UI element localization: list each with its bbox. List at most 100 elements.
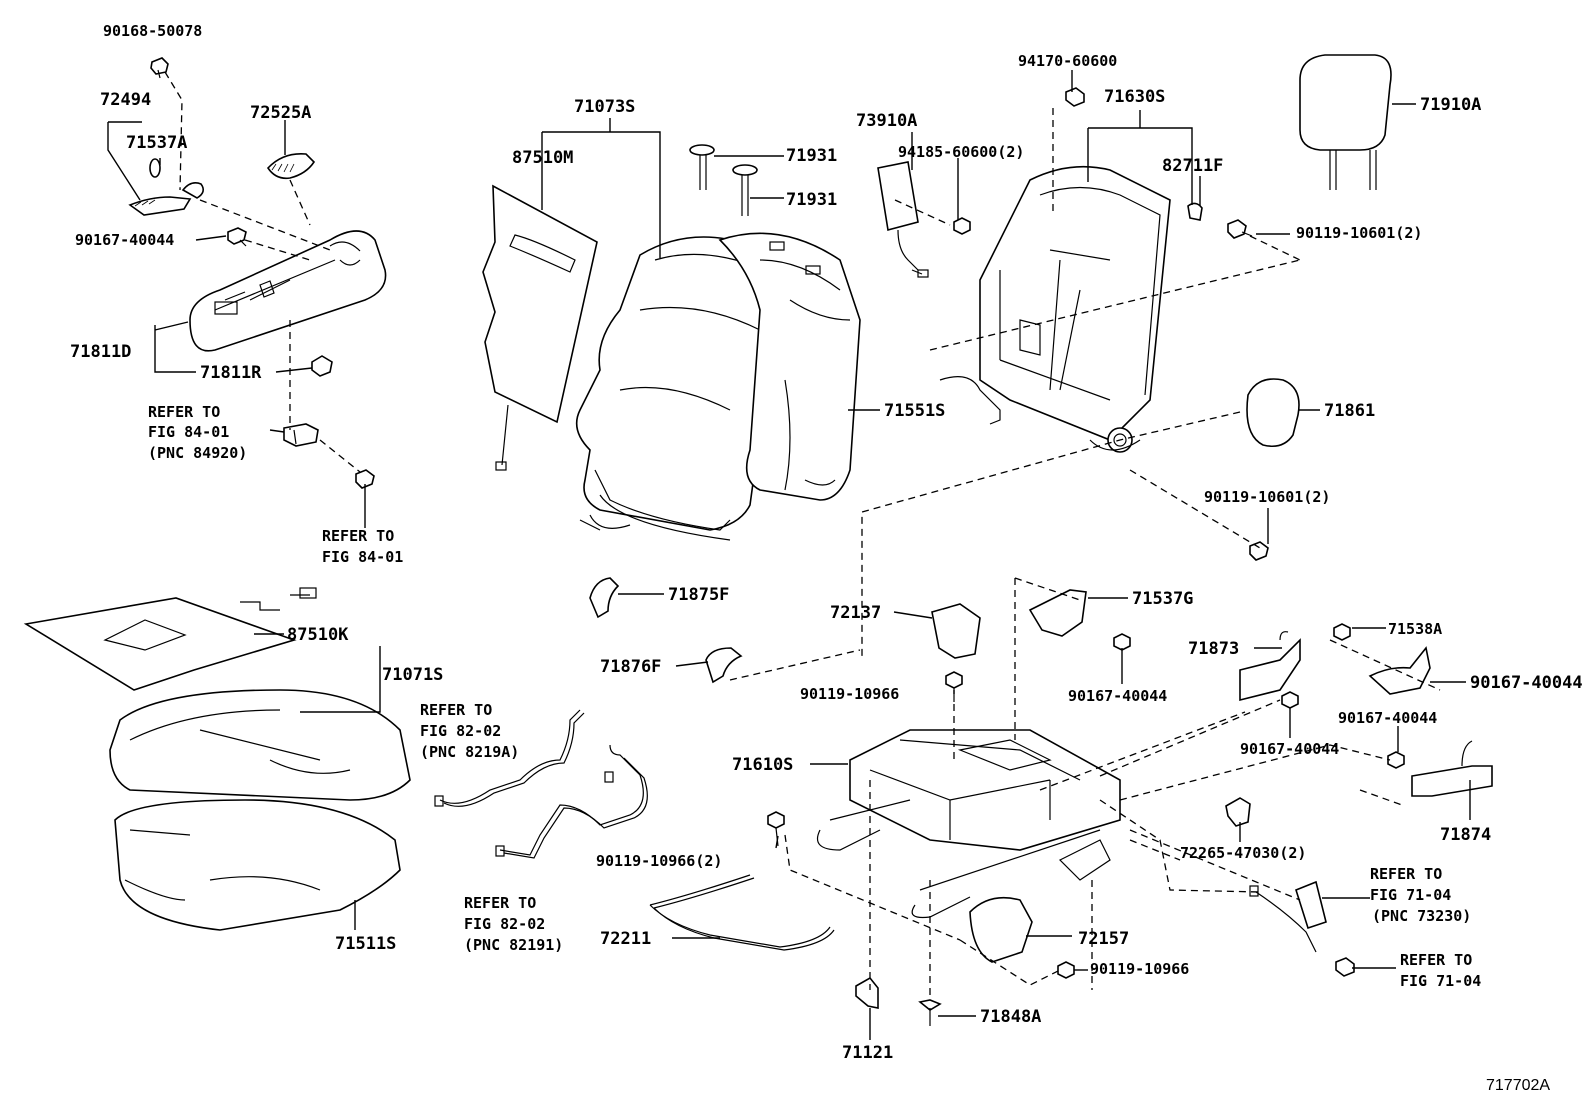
label-90119-10601-b: 90119-10601(2) bbox=[1204, 488, 1330, 506]
screw-90119-10966-b-part bbox=[767, 811, 785, 847]
label-refer-to-84-01-a-3: (PNC 84920) bbox=[148, 444, 247, 462]
label-71511s: 71511S bbox=[335, 934, 396, 954]
label-71931-a: 71931 bbox=[786, 146, 837, 166]
label-90119-10966-a: 90119-10966 bbox=[800, 685, 899, 703]
connector-84920-part bbox=[283, 423, 319, 447]
headrest-71910a-part bbox=[1299, 54, 1392, 190]
label-90167-40044-e: 90167-40044 bbox=[1338, 709, 1437, 727]
cap-72525a-part bbox=[266, 152, 316, 180]
bolt-90119-10601-lower-part bbox=[1249, 541, 1269, 561]
label-90167-40044-d: 71538A bbox=[1388, 620, 1442, 638]
label-90119-10966-c: 90119-10966 bbox=[1090, 960, 1189, 978]
label-94170-60600: 94170-60600 bbox=[1018, 52, 1117, 70]
nut-94185-60600-part bbox=[953, 217, 971, 235]
label-71537g: 71537G bbox=[1132, 589, 1193, 609]
clip-82711f-part bbox=[1187, 202, 1203, 221]
label-71537a: 71537A bbox=[126, 133, 187, 153]
wire-72211-part bbox=[649, 874, 835, 951]
label-71071s: 71071S bbox=[382, 665, 443, 685]
trim-71537a-part bbox=[128, 158, 205, 216]
bolt-90167-40044-e-part bbox=[1387, 751, 1405, 769]
bolt-90167-40044-c-part bbox=[1281, 691, 1299, 709]
seat-frame-71610s-part bbox=[816, 729, 1121, 919]
recliner-cover-71861-part bbox=[1246, 378, 1300, 448]
airbag-73910a-part bbox=[877, 161, 929, 278]
label-72211: 72211 bbox=[600, 929, 651, 949]
label-refer-to-82-02-a-2: FIG 82-02 bbox=[420, 722, 501, 740]
label-94185-60600: 94185-60600(2) bbox=[898, 143, 1024, 161]
label-refer-to-82-02-b-2: FIG 82-02 bbox=[464, 915, 545, 933]
bracket-71873-part bbox=[1239, 631, 1301, 702]
label-71538a: 90167-40044 bbox=[1470, 673, 1583, 693]
harness-82191-part bbox=[495, 744, 648, 859]
label-71875f: 71875F bbox=[668, 585, 729, 605]
label-72494: 72494 bbox=[100, 90, 151, 110]
pin-71931-a-part bbox=[689, 144, 715, 190]
clip-71811r-part bbox=[311, 355, 333, 377]
label-71874: 71874 bbox=[1440, 825, 1491, 845]
seatback-rear-71551s-part bbox=[718, 232, 861, 501]
nut-71-04-part bbox=[1335, 957, 1355, 977]
label-71811r: 71811R bbox=[200, 363, 262, 383]
label-refer-to-71-04-a-3: (PNC 73230) bbox=[1372, 907, 1471, 925]
label-73910a: 73910A bbox=[856, 111, 917, 131]
bolt-90119-10966-c-part bbox=[1057, 961, 1075, 979]
bolt-90167-40044-b-part bbox=[1113, 633, 1131, 651]
label-87510m: 87510M bbox=[512, 148, 573, 168]
label-90167-40044-c: 90167-40044 bbox=[1240, 740, 1339, 758]
bracket-71874-part bbox=[1411, 740, 1493, 797]
pin-71931-b-part bbox=[732, 164, 758, 216]
label-72265-47030: 72265-47030(2) bbox=[1180, 844, 1306, 862]
label-71610s: 71610S bbox=[732, 755, 793, 775]
label-72525a: 72525A bbox=[250, 103, 311, 123]
phantom-lines bbox=[164, 71, 1441, 1000]
cover-71537g-part bbox=[1028, 589, 1087, 637]
label-refer-to-82-02-b-1: REFER TO bbox=[464, 894, 536, 912]
label-82711f: 82711F bbox=[1162, 156, 1223, 176]
label-71073s: 71073S bbox=[574, 97, 635, 117]
label-refer-to-82-02-a-3: (PNC 8219A) bbox=[420, 743, 519, 761]
label-71910a: 71910A bbox=[1420, 95, 1481, 115]
screw-84-01-part bbox=[355, 469, 375, 489]
part-labels: 90168-50078 72494 71537A 72525A 90167-40… bbox=[70, 22, 1583, 1094]
label-refer-to-84-01-a-1: REFER TO bbox=[148, 403, 220, 421]
label-90168-50078: 90168-50078 bbox=[103, 22, 202, 40]
label-refer-to-82-02-b-3: (PNC 82191) bbox=[464, 936, 563, 954]
label-87510k: 87510K bbox=[287, 625, 349, 645]
label-refer-to-71-04-b-1: REFER TO bbox=[1400, 951, 1472, 969]
label-refer-to-84-01-b-2: FIG 84-01 bbox=[322, 548, 403, 566]
bolt-90167-40044-d-part bbox=[1333, 623, 1351, 641]
label-refer-to-84-01-b-1: REFER TO bbox=[322, 527, 394, 545]
label-71861: 71861 bbox=[1324, 401, 1375, 421]
label-71931-b: 71931 bbox=[786, 190, 837, 210]
heater-87510k-part bbox=[23, 587, 317, 691]
cover-71876f-part bbox=[705, 647, 743, 684]
label-90119-10601-a: 90119-10601(2) bbox=[1296, 224, 1422, 242]
seatback-board-87510m-part bbox=[482, 184, 598, 471]
seatbelt-buckle-73230-part bbox=[1249, 880, 1327, 953]
cushion-pad-71511s-part bbox=[114, 799, 401, 931]
label-71811d: 71811D bbox=[70, 342, 131, 362]
armrest-cover-71811d-part bbox=[189, 230, 387, 352]
label-refer-to-71-04-b-2: FIG 71-04 bbox=[1400, 972, 1481, 990]
leader-lines bbox=[107, 70, 1471, 1040]
label-71630s: 71630S bbox=[1104, 87, 1165, 107]
label-72137: 72137 bbox=[830, 603, 881, 623]
bracket-72137-part bbox=[931, 603, 981, 659]
nut-94170-60600-part bbox=[1065, 87, 1085, 107]
label-refer-to-84-01-a-2: FIG 84-01 bbox=[148, 423, 229, 441]
label-71121: 71121 bbox=[842, 1043, 893, 1063]
screw-90119-10966-a-part bbox=[945, 671, 963, 702]
label-90167-40044-b: 90167-40044 bbox=[1068, 687, 1167, 705]
label-90119-10966-b: 90119-10966(2) bbox=[596, 852, 722, 870]
clip-71121-part bbox=[855, 976, 879, 1009]
label-71551s: 71551S bbox=[884, 401, 945, 421]
label-71848a: 71848A bbox=[980, 1007, 1041, 1027]
harness-8219a-part bbox=[434, 709, 585, 807]
cushion-cover-71071s-part bbox=[109, 689, 411, 801]
bolt-71848a-part bbox=[918, 999, 942, 1026]
label-refer-to-71-04-a-1: REFER TO bbox=[1370, 865, 1442, 883]
figure-id: 717702A bbox=[1486, 1077, 1550, 1094]
cover-72157-part bbox=[969, 896, 1033, 963]
